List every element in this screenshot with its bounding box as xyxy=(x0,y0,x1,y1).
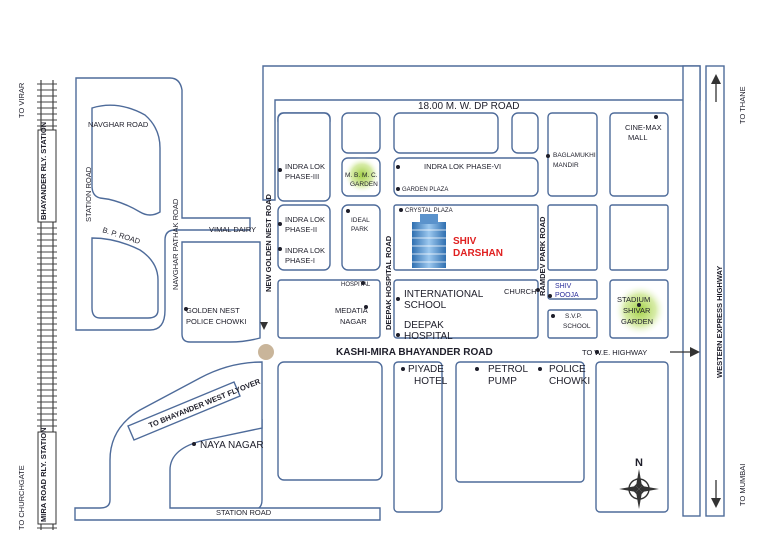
station-road-left-label: STATION ROAD xyxy=(84,166,93,222)
mira-road-station-box xyxy=(37,431,57,525)
indra-lok-6-label: INDRA LOK PHASE-VI xyxy=(424,162,501,171)
roundabout xyxy=(258,344,274,360)
to-churchgate-label: TO CHURCHGATE xyxy=(17,465,26,530)
arrow-down-icon xyxy=(711,480,721,508)
navghar-block-2 xyxy=(91,237,159,319)
dp-road-label: 18.00 M. W. DP ROAD xyxy=(418,101,520,112)
svp-school-label: S.V.P.SCHOOL xyxy=(563,313,591,330)
to-mumbai-label: TO MUMBAI xyxy=(738,464,747,506)
to-thane-label: TO THANE xyxy=(738,86,747,124)
flyover-shape xyxy=(127,381,241,441)
compass-icon xyxy=(619,469,659,509)
landmark-dots xyxy=(184,115,658,446)
svp-block xyxy=(547,309,598,339)
indra-lok-3-block xyxy=(277,112,331,202)
vimal-dairy-label: VIMAL DAIRY xyxy=(209,225,256,234)
church-label: CHURCH xyxy=(504,287,537,296)
station-road-bottom-label: STATION ROAD xyxy=(216,508,272,517)
south-block-2 xyxy=(393,361,443,513)
stadium-green xyxy=(614,284,666,336)
highway-strip xyxy=(682,65,701,517)
ideal-park-block xyxy=(341,204,381,271)
south-block-1 xyxy=(277,361,383,481)
western-express-highway-label: WESTERN EXPRESS HIGHWAY xyxy=(715,266,724,378)
naya-nagar-label: NAYA NAGAR xyxy=(200,440,264,451)
crystal-plaza-label: CRYSTAL PLAZA xyxy=(405,208,453,214)
shiv-pooja-block xyxy=(547,279,598,300)
bhayander-station-box xyxy=(37,129,57,223)
mira-road-station-label: MIRA ROAD RLY. STATION xyxy=(39,427,48,522)
mbmc-garden-green xyxy=(344,157,380,193)
hospital-label: HOSPITAL xyxy=(341,282,371,288)
golden-nest-block xyxy=(181,241,261,343)
compass-north: N xyxy=(635,457,643,469)
mbmc-garden-label: M. B. M. C.GARDEN xyxy=(345,172,378,188)
south-block-4 xyxy=(595,361,669,513)
deepak-hospital-road-label: DEEPAK HOSPITAL ROAD xyxy=(384,235,393,330)
to-we-highway-label: TO W.E. HIGHWAY xyxy=(582,348,647,357)
chowki-pointer-icon xyxy=(260,322,268,330)
navghar-block-1 xyxy=(91,104,161,216)
arrow-up-icon xyxy=(711,74,721,102)
ramdev-park-road-label: RAMDEV PARK ROAD xyxy=(538,216,547,296)
south-block-3 xyxy=(455,361,585,483)
to-virar-label: TO VIRAR xyxy=(17,82,26,118)
indra-lok-1-2-block xyxy=(277,204,331,271)
garden-plaza-label: GARDEN PLAZA xyxy=(402,187,448,193)
shiv-darshan-building-icon xyxy=(412,214,446,268)
cinemax-block xyxy=(609,112,669,197)
arrow-right-icon xyxy=(670,347,700,357)
road-network xyxy=(74,65,725,521)
medatia-block xyxy=(277,279,381,339)
bhayander-station-label: BHAYANDER RLY. STATION xyxy=(39,122,48,220)
highway-strip-2 xyxy=(705,65,725,517)
kashi-mira-road-label: KASHI-MIRA BHAYANDER ROAD xyxy=(336,347,493,358)
indra-lok-6-block xyxy=(393,157,539,197)
navghar-pathak-road-label: NAVGHAR PATHAK ROAD xyxy=(171,198,180,290)
navghar-road-label: NAVGHAR ROAD xyxy=(88,120,149,129)
new-golden-nest-road-label: NEW GOLDEN NEST ROAD xyxy=(264,193,273,292)
intl-school-block xyxy=(393,279,539,339)
